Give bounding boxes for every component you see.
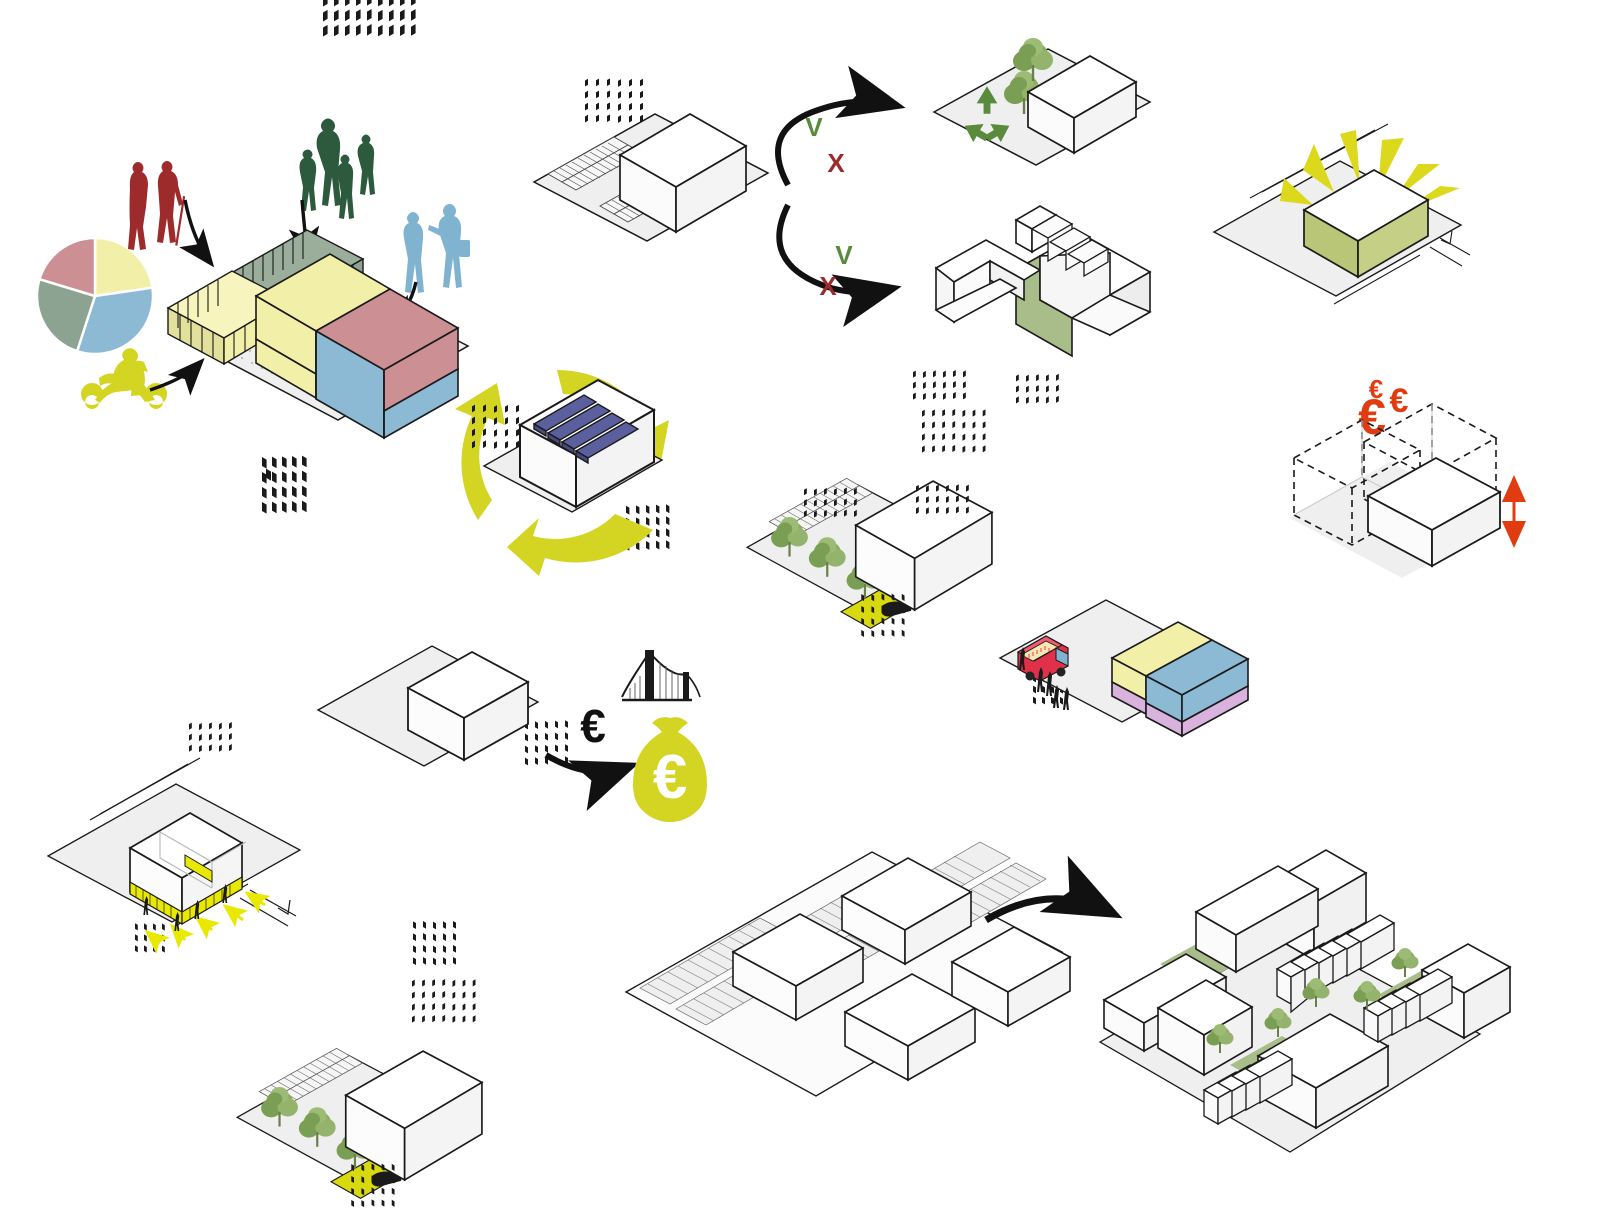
slab-block — [840, 369, 973, 966]
panel-transformation — [624, 369, 1512, 1153]
mixed-use-building — [1110, 0, 1250, 738]
panel-finance: € € — [316, 404, 707, 966]
recycle-icon — [964, 86, 1010, 143]
pie-chart — [35, 236, 155, 356]
family-group-icon — [299, 118, 375, 219]
euro-symbol-small: € — [1369, 374, 1383, 404]
after-dense-green-blocks — [1098, 849, 1512, 1153]
professionals-icon — [403, 204, 470, 293]
slab-block — [843, 484, 977, 1082]
finance-building — [406, 404, 530, 966]
arrow-option-bottom — [776, 203, 902, 328]
pie-slice-rose — [37, 236, 97, 298]
panel-circular-economy — [455, 78, 669, 766]
existing-block-with-parking — [532, 113, 770, 551]
arrow-transformation — [984, 855, 1123, 924]
pie-slice-yellow — [93, 236, 154, 298]
new-dense-building — [1366, 456, 1502, 568]
panel-active-plinth — [46, 722, 302, 954]
pie-slice-sage — [35, 277, 97, 353]
money-bag-icon: € — [633, 717, 707, 822]
market-people-icons — [1019, 647, 1069, 710]
option-bottom-yes-label: V — [835, 240, 853, 270]
option-bottom-no-label: X — [819, 271, 837, 301]
arrow-option-top — [775, 65, 906, 187]
bridge-icon — [621, 650, 701, 702]
arrow-scooter-to-building — [149, 358, 205, 396]
pedestrian-icons — [143, 884, 228, 931]
euro-symbol-medium: € — [1390, 382, 1409, 420]
result-green-corridor-block — [934, 205, 1152, 358]
plinth-highlight-court — [184, 854, 213, 883]
euro-flow-symbol: € — [580, 700, 606, 752]
plinth-building — [128, 722, 247, 953]
entry-arrows — [144, 891, 271, 954]
before-four-slabs — [624, 369, 1072, 1097]
result-retrofit-green — [932, 38, 1152, 705]
slab-block — [950, 373, 1072, 1028]
panel-demographics — [35, 0, 470, 514]
elderly-couple-icon — [128, 161, 186, 250]
option-top-yes-label: V — [805, 112, 823, 142]
mixed-tenure-housing-block — [254, 0, 460, 514]
panel-street-activation-b — [235, 979, 484, 1208]
food-truck-icon — [1016, 635, 1069, 682]
panel-density-value: € € € — [1290, 374, 1526, 578]
panel-mixed-use-market — [998, 0, 1250, 738]
solar-panels — [532, 394, 640, 465]
arrow-value-flow — [544, 752, 640, 811]
arrow-elderly-to-building — [179, 199, 215, 268]
option-top-no-label: X — [827, 148, 845, 178]
money-bag-euro-label: € — [653, 743, 687, 812]
pie-slice-blue — [75, 286, 155, 356]
tree-icon — [1391, 948, 1419, 977]
solar-panel-building — [517, 78, 657, 766]
slab-block — [731, 487, 865, 1022]
panel-options: V X V X — [532, 38, 1152, 705]
scooter-rider-icon — [81, 348, 168, 409]
panel-street-activation-a — [745, 409, 994, 638]
